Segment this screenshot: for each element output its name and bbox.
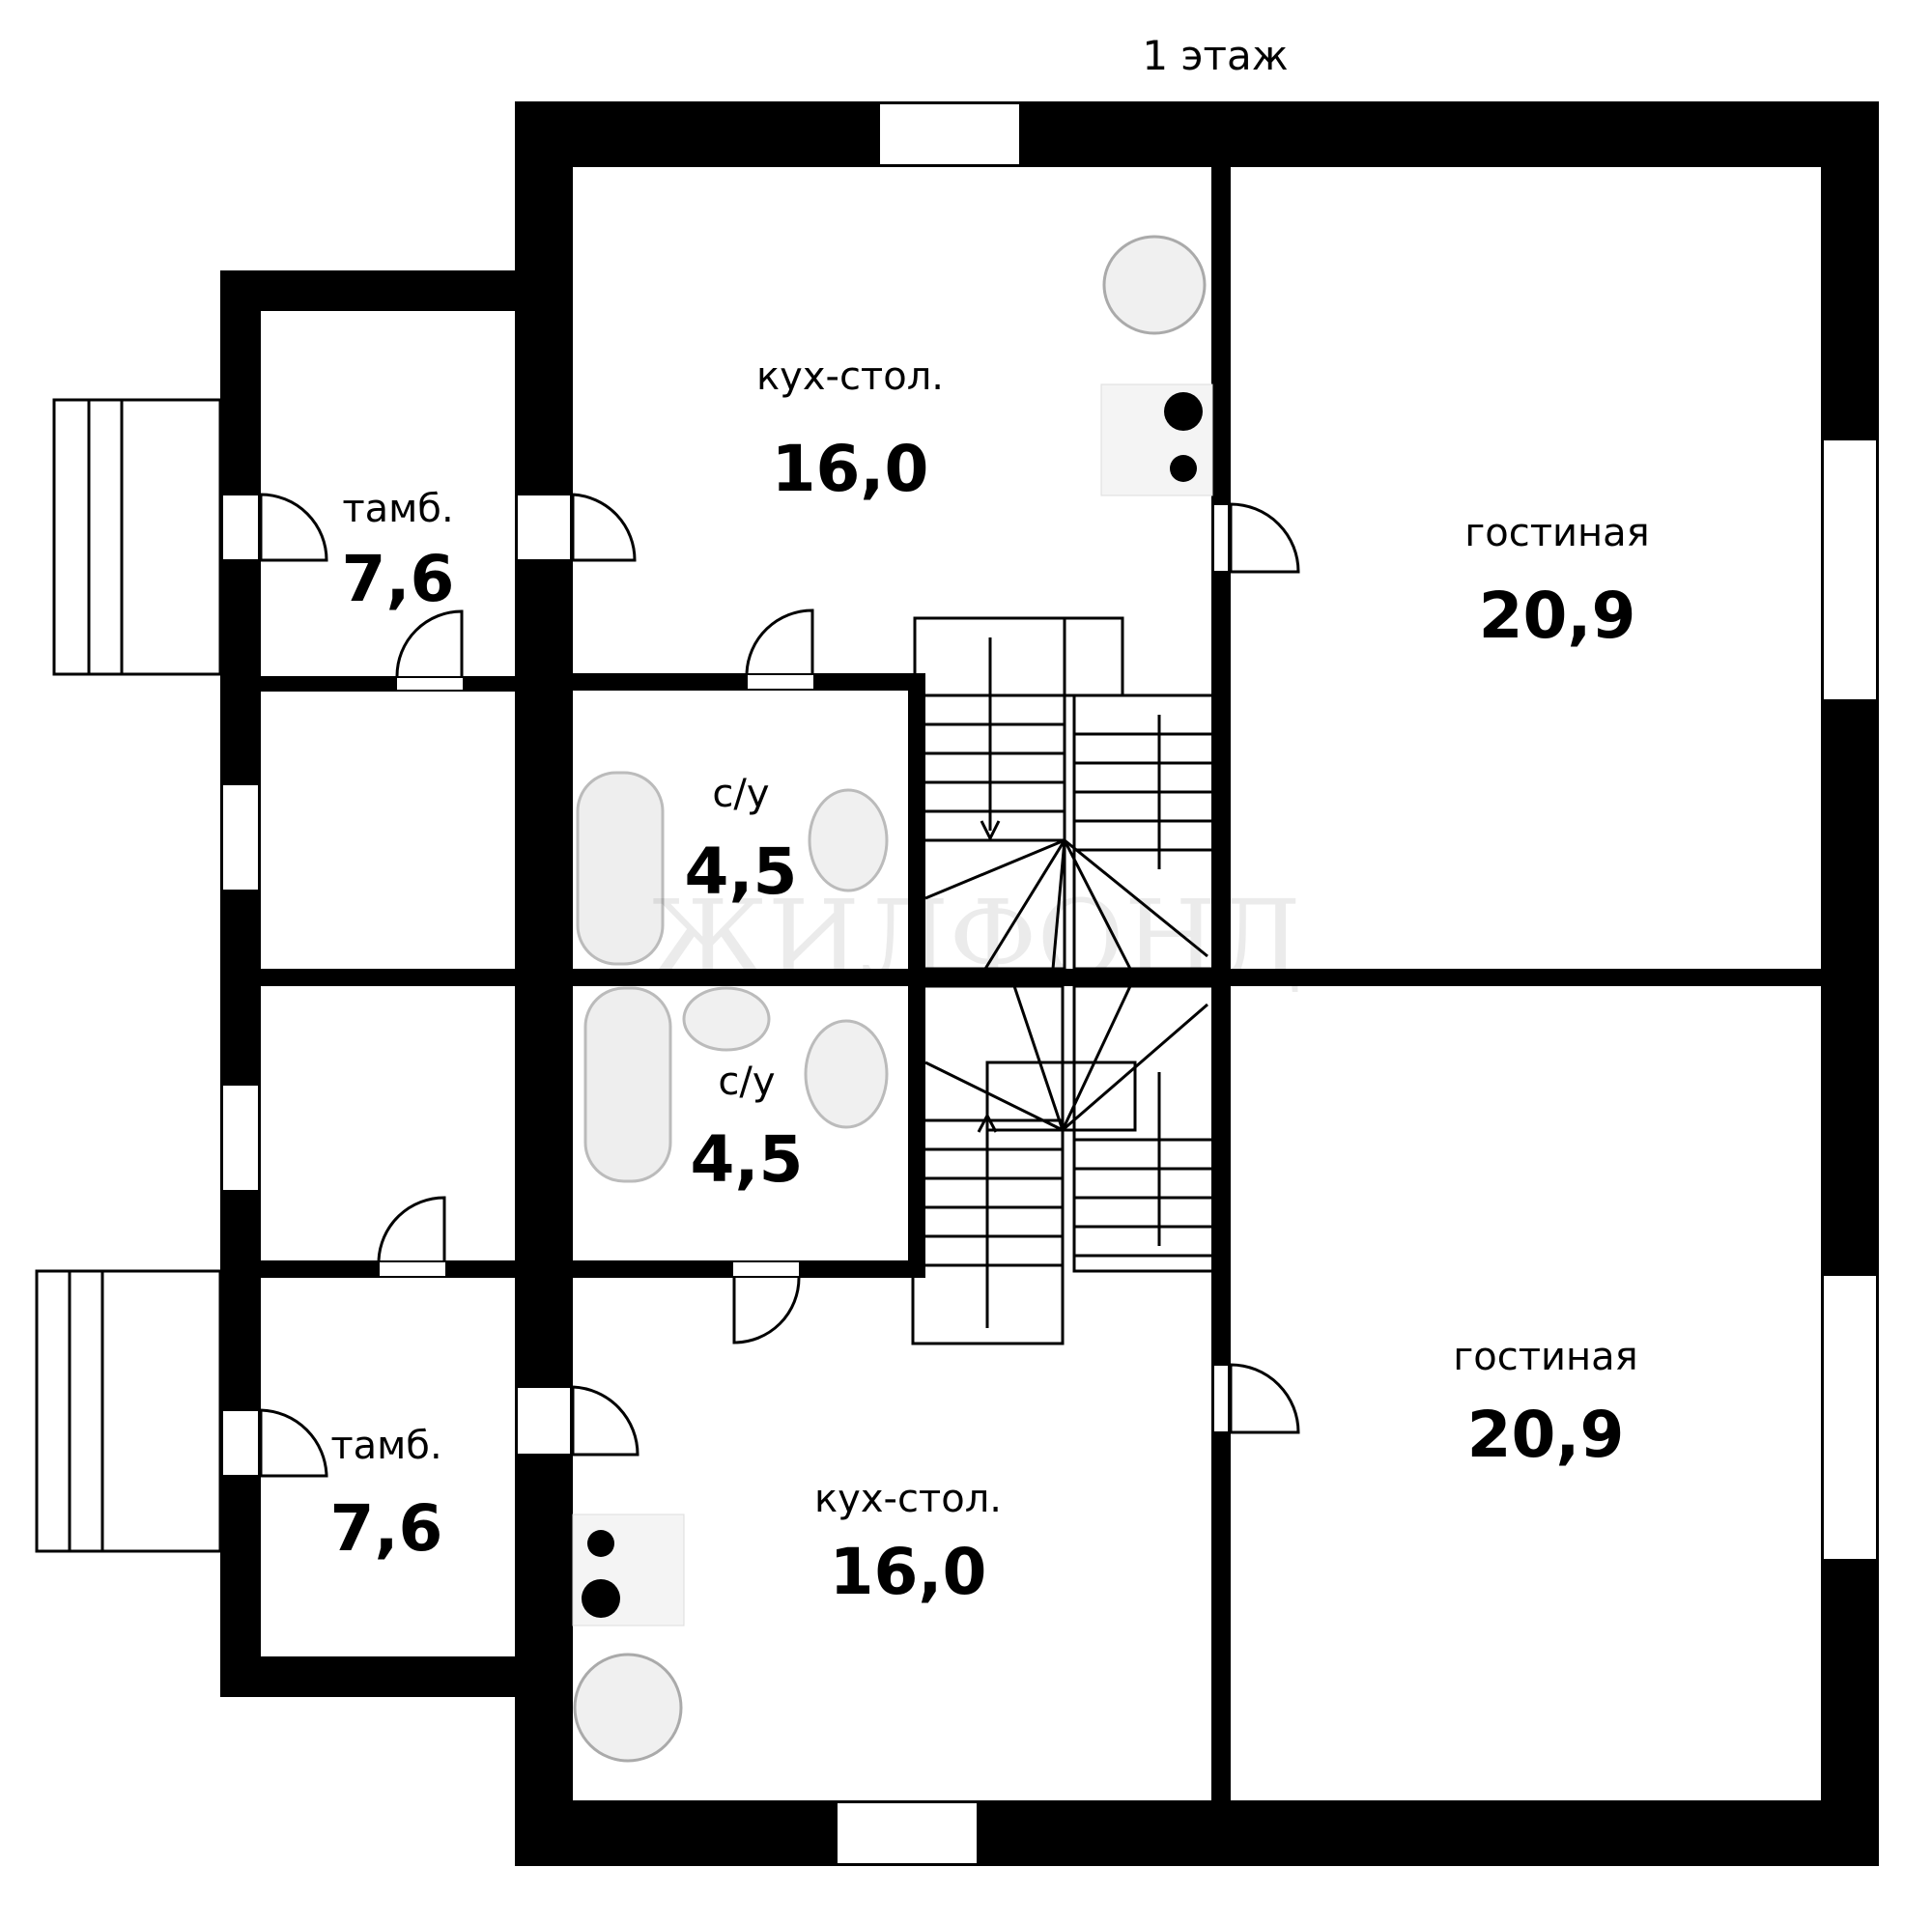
sink-icon <box>573 1653 683 1763</box>
window-right-upper <box>1822 439 1878 701</box>
staircase-lower <box>911 984 1215 1345</box>
window-annex-2 <box>221 1084 260 1192</box>
room-area: 4,5 <box>691 1122 804 1197</box>
room-area: 20,9 <box>1479 579 1636 653</box>
watermark: ЖИЛФОНД <box>648 877 1303 1001</box>
room-area: 7,6 <box>330 1491 443 1566</box>
room-labels: кух-стол. 16,0 гостиная 20,9 тамб. 7,6 с… <box>330 354 1650 1609</box>
bathtub-icon <box>583 986 672 1183</box>
room-area: 4,5 <box>685 835 798 909</box>
room-name: тамб. <box>342 487 453 531</box>
porch-lower <box>35 1269 222 1553</box>
room-name: кух-стол. <box>756 354 944 399</box>
room-name: с/у <box>718 1060 775 1104</box>
room-name: гостиная <box>1453 1335 1638 1379</box>
toilet-icon <box>808 788 889 892</box>
window-top <box>878 102 1021 166</box>
sink-icon <box>1102 235 1207 335</box>
staircase-upper <box>913 616 1215 971</box>
doors <box>221 493 1300 1478</box>
room-area: 16,0 <box>830 1535 987 1609</box>
porch-upper <box>52 398 222 676</box>
toilet-icon <box>804 1019 889 1129</box>
room-name: с/у <box>712 772 769 816</box>
window-bottom <box>836 1801 979 1865</box>
floor-title: 1 этаж <box>1142 32 1288 79</box>
fixtures <box>572 235 1213 1763</box>
room-name: тамб. <box>330 1424 441 1468</box>
window-annex-1 <box>221 783 260 891</box>
room-area: 16,0 <box>772 432 929 506</box>
room-name: кух-стол. <box>814 1477 1002 1521</box>
room-name: гостиная <box>1464 511 1650 555</box>
bathtub-icon <box>576 771 665 966</box>
windows <box>221 102 1878 1865</box>
sink-icon <box>682 986 771 1052</box>
room-area: 20,9 <box>1467 1398 1625 1472</box>
walls <box>220 101 1879 1866</box>
window-right-lower <box>1822 1274 1878 1561</box>
room-area: 7,6 <box>342 542 455 616</box>
